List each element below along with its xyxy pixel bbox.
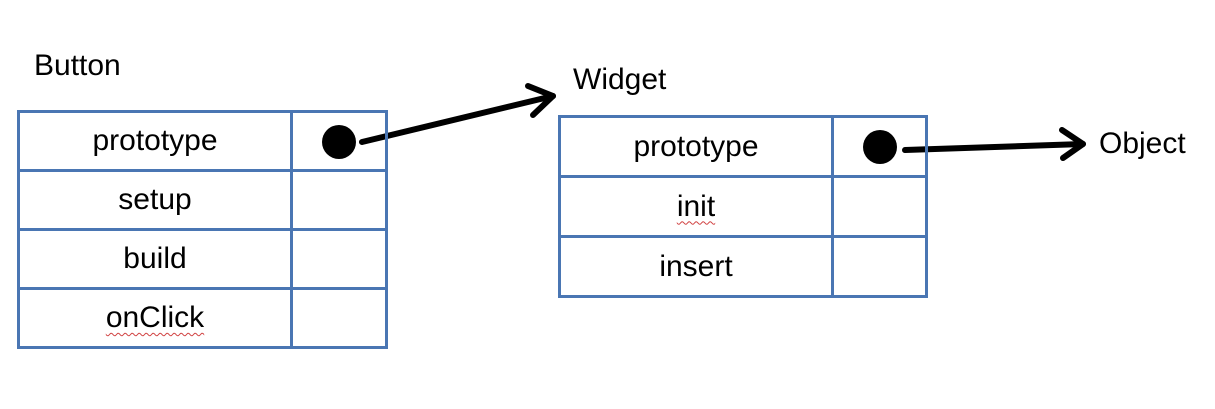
prototype-pointer-dot	[862, 130, 897, 165]
slot-name: onClick	[105, 301, 205, 334]
slot-name-cell: onClick	[17, 287, 293, 349]
slot-name: insert	[558, 235, 834, 298]
slot-value	[831, 235, 928, 298]
widget-to-object-arrowhead	[1059, 127, 1086, 161]
slot-row-setup: setup	[17, 169, 388, 231]
slot-value	[831, 175, 928, 238]
slot-name: prototype	[17, 110, 293, 172]
slot-name: prototype	[558, 115, 834, 178]
slot-value	[290, 228, 388, 290]
widget-object-table: prototype init insert	[558, 115, 928, 298]
object-object-title: Object	[1099, 127, 1186, 160]
slot-row-insert: insert	[558, 235, 928, 298]
button-to-widget-arrowhead	[525, 83, 556, 118]
slot-row-onclick: onClick	[17, 287, 388, 349]
slot-value	[290, 169, 388, 231]
button-object-title: Button	[34, 49, 121, 82]
slot-value	[831, 115, 928, 178]
slot-row-init: init	[558, 175, 928, 238]
slot-name-cell: init	[558, 175, 834, 238]
slot-row-prototype: prototype	[558, 115, 928, 178]
slot-row-build: build	[17, 228, 388, 290]
button-object-table: prototype setup build onClick	[17, 110, 388, 349]
slot-name: build	[17, 228, 293, 290]
slot-value	[290, 110, 388, 172]
slot-name: setup	[17, 169, 293, 231]
prototype-pointer-dot	[322, 124, 356, 159]
slot-value	[290, 287, 388, 349]
slot-row-prototype: prototype	[17, 110, 388, 172]
button-to-widget-arrow	[359, 93, 556, 145]
widget-to-object-arrow	[902, 141, 1086, 153]
slot-name: init	[676, 189, 716, 223]
widget-object-title: Widget	[573, 63, 667, 96]
